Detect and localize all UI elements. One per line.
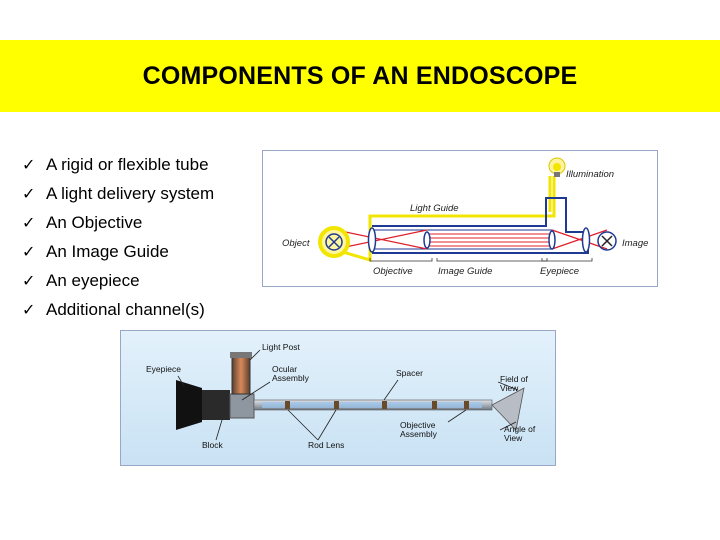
endoscope-optics-diagram: Illumination Light Guide Object Image Ob… [262,150,658,287]
image-guide-fibers [427,233,552,247]
leader-lines [177,349,519,441]
list-item-text: An eyepiece [46,270,140,290]
optical-rays [335,229,608,250]
list-item-text: Additional channel(s) [46,299,205,319]
list-item: ✓ A light delivery system [22,179,214,208]
list-item-text: A light delivery system [46,183,215,203]
objective-assembly-label-1: Objective [400,420,436,430]
title-banner [0,40,720,112]
object-label: Object [282,238,310,249]
slide-title: COMPONENTS OF AN ENDOSCOPE [142,62,578,90]
list-item-text: A rigid or flexible tube [46,154,209,174]
image-label: Image [622,238,648,249]
angle-of-view-label-2: View [504,433,523,443]
ocular-assembly-label-2: Assembly [272,373,310,383]
eyepiece-body [202,390,230,420]
diagram-frame [262,150,658,287]
light-post [231,355,251,395]
block [229,393,255,419]
angle-of-view-label-1: Angle of [504,424,536,434]
field-of-view-cone [491,387,525,431]
eyepiece-label: Eyepiece [146,364,181,374]
list-item: ✓ An eyepiece [22,266,214,295]
block-label: Block [202,440,224,450]
light-post-cap [230,352,252,358]
list-item: ✓ A rigid or flexible tube [22,150,214,179]
component-list: ✓ A rigid or flexible tube ✓ A light deliv… [22,150,214,324]
object-icon [325,233,343,251]
image-icon [597,231,617,251]
light-post-label: Light Post [262,342,300,352]
eyepiece-cup [176,380,202,430]
eyepiece-label: Eyepiece [540,266,579,277]
spacer-label: Spacer [396,368,423,378]
rod-lens-channel [262,402,482,408]
list-item: ✓ Additional channel(s) [22,295,214,324]
checkmark-icon: ✓ [22,301,36,319]
object-x-icon [328,236,340,248]
ocular-assembly-label-1: Ocular [272,364,297,374]
checkmark-icon: ✓ [22,272,36,290]
hardware-labels: Light Post Eyepiece Ocular Assembly Spac… [146,342,536,450]
list-item: ✓ An Image Guide [22,237,214,266]
image-x-icon [601,235,613,247]
checkmark-icon: ✓ [22,243,36,261]
component-braces [369,258,593,262]
checkmark-icon: ✓ [22,156,36,174]
rod-lens-label: Rod Lens [308,440,344,450]
objective-label: Objective [373,266,413,277]
light-path [335,176,556,263]
spacers [285,401,469,409]
field-of-view-label-2: View [500,383,519,393]
list-item: ✓ An Objective [22,208,214,237]
illumination-label: Illumination [566,169,614,180]
image-guide-label: Image Guide [438,266,492,277]
rigid-endoscope-diagram: Light Post Eyepiece Ocular Assembly Spac… [120,330,556,466]
lens-elements [367,227,591,253]
light-guide-label: Light Guide [410,203,459,214]
lightbulb-icon [548,157,566,177]
field-of-view-label-1: Field of [500,374,529,384]
checkmark-icon: ✓ [22,214,36,232]
list-item-text: An Image Guide [46,241,169,261]
checkmark-icon: ✓ [22,185,36,203]
list-item-text: An Objective [46,212,143,232]
objective-assembly-label-2: Assembly [400,429,438,439]
